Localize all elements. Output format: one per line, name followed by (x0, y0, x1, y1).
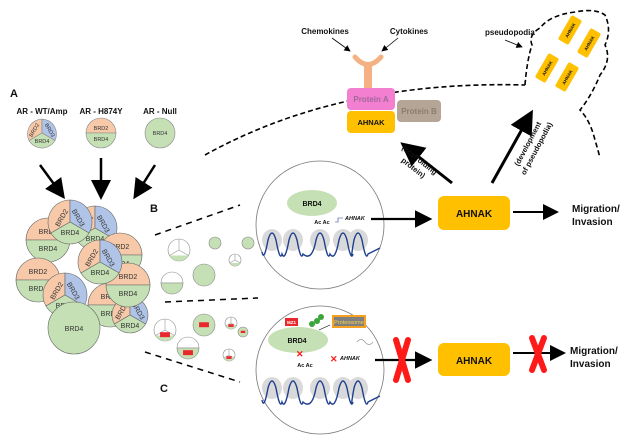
droplet (160, 271, 184, 295)
condensate-label: BRD4 (29, 286, 48, 293)
outcome-line1-top: Migration/ (572, 204, 620, 215)
circle-null: BRD4 (144, 117, 176, 149)
protein-b-box (397, 100, 441, 122)
pseudo-ahnak-group: AHNAK AHNAK AHNAK AHNAK (535, 15, 601, 92)
condensate-label: BRD2 (29, 269, 48, 276)
droplet-mz1 (176, 336, 200, 360)
ahnak-label-bottom: AHNAK (456, 356, 493, 367)
droplet (208, 236, 222, 250)
arrow-pseudopodia (504, 39, 523, 48)
mz1-box (285, 318, 298, 326)
ahnak-box-top (438, 196, 510, 230)
arrow-null-to-cluster (133, 164, 157, 200)
condensate-label: BRD2 (39, 229, 58, 236)
condensate: BRD4 (47, 301, 101, 355)
ahnak-label-top: AHNAK (456, 209, 493, 220)
outcome-line1-bottom: Migration/ (570, 346, 618, 357)
condensate-label: BRD2 (111, 244, 130, 251)
protein-b-label: Protein B (401, 107, 437, 116)
circle-wt-amp: BRD2 BRD3 BRD4 (27, 118, 57, 149)
brd4-label: BRD4 (287, 338, 306, 345)
brd4-ellipse (268, 327, 328, 353)
arrow-wt-to-cluster (38, 164, 65, 200)
droplet (167, 238, 191, 262)
arrow-scaffolding (400, 142, 453, 185)
droplet (241, 236, 255, 250)
cell-membrane (204, 83, 526, 156)
protein-a-label: Protein A (353, 95, 388, 104)
condensate-label: BRD4 (119, 291, 138, 298)
cytokines-label: Cytokines (390, 27, 429, 36)
block-x-icon (393, 337, 411, 383)
outcome-line2-bottom: Invasion (570, 359, 611, 370)
droplet (228, 253, 242, 267)
droplet-mz1 (192, 313, 216, 337)
zoom-line (144, 351, 241, 383)
segment-label: BRD4 (94, 137, 109, 143)
condensate-label: BRD4 (86, 236, 105, 243)
panel-label-a: A (10, 88, 18, 100)
ahnak-membrane-label: AHNAK (357, 118, 385, 127)
pseudopodia-membrane (524, 9, 610, 159)
panel-label-c: C (160, 383, 168, 395)
brd4-ellipse (287, 190, 337, 216)
arrow-pseudopodia-development (490, 109, 533, 184)
panel-label-b: B (150, 203, 158, 215)
droplet-mz1 (224, 316, 238, 330)
group-title-wt: AR - WT/Amp (16, 107, 67, 116)
droplet-mz1 (222, 348, 236, 362)
outcome-line2-top: Invasion (572, 217, 613, 228)
segment-label: BRD4 (153, 131, 168, 137)
group-title-null: AR - Null (143, 107, 177, 116)
condensate-label: BRD4 (101, 311, 120, 318)
proteasome-label: Proteosome (334, 320, 364, 326)
protein-a-box (347, 88, 395, 110)
segment-label: BRD4 (35, 139, 50, 145)
dna-path (261, 380, 381, 405)
zoom-line (154, 204, 241, 236)
condensate-cluster: BRD2BRD4BRD4BRD2BRD3BRD2BRD4BRD4BRD2BRD3… (15, 199, 151, 355)
condensate-label: BRD4 (39, 246, 58, 253)
nucleus-bottom: BRD4 MZ1 Proteosome Ac Ac AHNAK ✕ ✕ (255, 305, 385, 435)
acetyl-label: Ac Ac (297, 363, 312, 369)
ahnak-box-bottom (438, 343, 510, 376)
arrow-chemokines (331, 37, 351, 52)
gene-label: AHNAK (339, 356, 361, 362)
droplet (192, 263, 216, 287)
condensate-label: BRD2 (119, 274, 138, 281)
condensate-label: BRD4 (61, 230, 80, 237)
zoom-line (164, 297, 259, 303)
block-icon: ✕ (296, 349, 304, 359)
dna-strand (261, 229, 381, 257)
arrow-cytokines (381, 37, 399, 52)
dna-path (261, 232, 381, 257)
droplet-mz1 (237, 326, 249, 338)
block-icon: ✕ (330, 354, 338, 364)
segment-label: BRD2 (94, 126, 109, 132)
block-x-icon (529, 335, 547, 373)
droplets (153, 236, 255, 362)
receptor (352, 54, 384, 90)
group-title-h874y: AR - H874Y (79, 107, 123, 116)
condensate-label: BRD4 (65, 326, 84, 333)
ahnak-membrane-box (347, 111, 395, 133)
pseudopodia-label: pseudopodia (485, 28, 535, 37)
gene-label: AHNAK (344, 216, 366, 222)
dna-strand (261, 377, 381, 405)
nucleus-top: BRD4 Ac Ac AHNAK (255, 160, 385, 290)
condensate-label: BRD4 (91, 270, 110, 277)
circle-h874y: BRD2 BRD4 (85, 117, 117, 149)
acetyl-label: Ac Ac (314, 220, 329, 226)
chemokines-label: Chemokines (301, 27, 349, 36)
brd4-label: BRD4 (302, 201, 321, 208)
droplet-mz1 (153, 318, 177, 342)
condensate-label: BRD4 (121, 323, 140, 330)
mz1-label: MZ1 (287, 320, 296, 325)
